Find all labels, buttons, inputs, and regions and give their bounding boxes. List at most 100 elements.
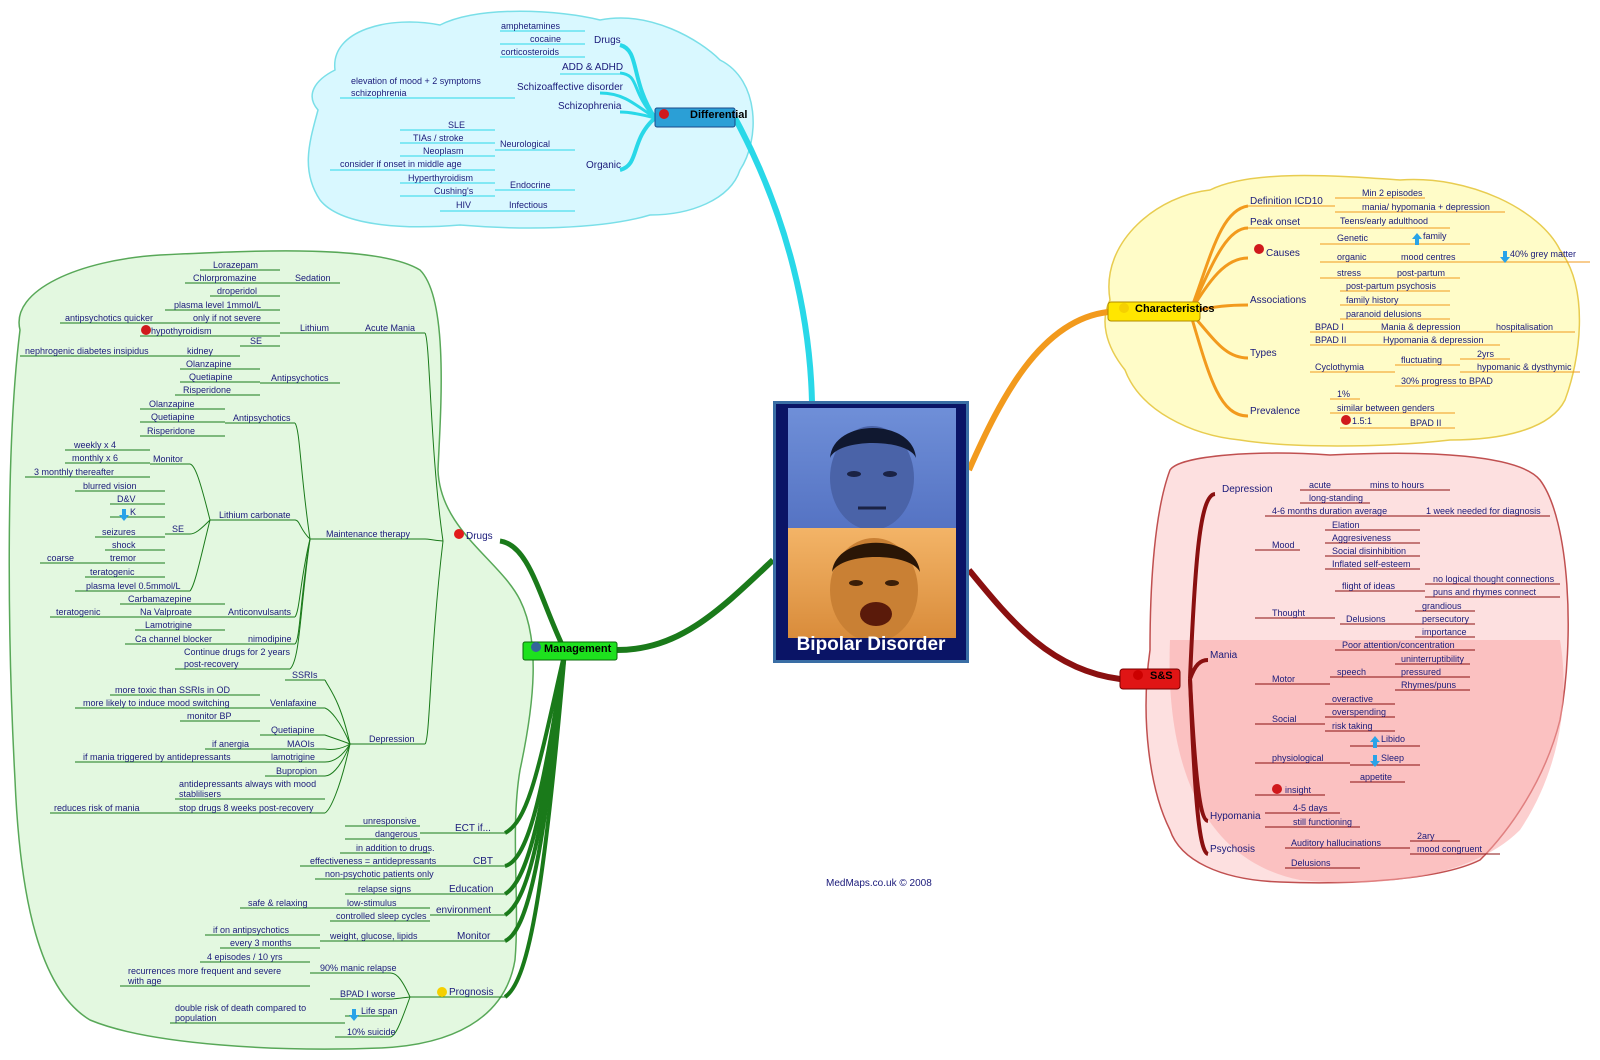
node-label[interactable]: 2yrs <box>1477 349 1495 359</box>
node-label[interactable]: Management <box>544 643 612 655</box>
node-label[interactable]: Schizophrenia <box>558 101 622 112</box>
node-label[interactable]: Poor attention/concentration <box>1342 640 1455 650</box>
node-label[interactable]: Endocrine <box>510 180 551 190</box>
node-label[interactable]: D&V <box>117 494 136 504</box>
node-label[interactable]: more toxic than SSRIs in OD <box>115 685 231 695</box>
node-label[interactable]: Quetiapine <box>189 372 233 382</box>
node-label[interactable]: BPAD II <box>1410 418 1441 428</box>
node-label[interactable]: nephrogenic diabetes insipidus <box>25 346 149 356</box>
node-label[interactable]: Lithium <box>300 323 329 333</box>
node-label[interactable]: Aggresiveness <box>1332 533 1392 543</box>
central-topic[interactable]: Bipolar Disorder <box>773 401 969 663</box>
node-label[interactable]: Psychosis <box>1210 844 1255 855</box>
node-label[interactable]: relapse signs <box>358 884 412 894</box>
node-label[interactable]: Delusions <box>1346 614 1386 624</box>
differential-node[interactable] <box>654 107 736 128</box>
node-label[interactable]: overspending <box>1332 707 1386 717</box>
node-label[interactable]: long-standing <box>1309 493 1363 503</box>
node-label[interactable]: mood congruent <box>1417 844 1483 854</box>
node-label[interactable]: SE <box>250 336 262 346</box>
node-label[interactable]: post-partum <box>1397 268 1445 278</box>
node-label[interactable]: Libido <box>1381 734 1405 744</box>
node-label[interactable]: still functioning <box>1293 817 1352 827</box>
node-label[interactable]: mania/ hypomania + depression <box>1362 202 1490 212</box>
node-label[interactable]: stress <box>1337 268 1362 278</box>
node-label[interactable]: MAOIs <box>287 739 315 749</box>
node-label[interactable]: Ca channel blocker <box>135 634 212 644</box>
node-label[interactable]: antidepressants always with mood <box>179 779 316 789</box>
node-label[interactable]: Education <box>449 884 493 895</box>
node-label[interactable]: population <box>175 1013 217 1023</box>
node-label[interactable]: Risperidone <box>147 426 195 436</box>
node-label[interactable]: Life span <box>361 1006 398 1016</box>
node-label[interactable]: only if not severe <box>193 313 261 323</box>
node-label[interactable]: Depression <box>369 734 415 744</box>
node-label[interactable]: Carbamazepine <box>128 594 192 604</box>
node-label[interactable]: grandious <box>1422 601 1462 611</box>
node-label[interactable]: Mania & depression <box>1381 322 1461 332</box>
node-label[interactable]: physiological <box>1272 753 1324 763</box>
node-label[interactable]: Delusions <box>1291 858 1331 868</box>
node-label[interactable]: post-partum psychosis <box>1346 281 1437 291</box>
node-label[interactable]: 4-5 days <box>1293 803 1328 813</box>
node-label[interactable]: paranoid delusions <box>1346 309 1422 319</box>
node-label[interactable]: overactive <box>1332 694 1373 704</box>
node-label[interactable]: 1% <box>1337 389 1350 399</box>
node-label[interactable]: HIV <box>456 200 471 210</box>
node-label[interactable]: Monitor <box>153 454 183 464</box>
node-label[interactable]: 40% grey matter <box>1510 249 1576 259</box>
node-label[interactable]: Neoplasm <box>423 146 464 156</box>
node-label[interactable]: Prevalence <box>1250 406 1300 417</box>
node-label[interactable]: Neurological <box>500 139 550 149</box>
node-label[interactable]: tremor <box>110 553 136 563</box>
node-label[interactable]: kidney <box>187 346 214 356</box>
node-label[interactable]: Social <box>1272 714 1297 724</box>
node-label[interactable]: teratogenic <box>56 607 101 617</box>
node-label[interactable]: post-recovery <box>184 659 239 669</box>
node-label[interactable]: SLE <box>448 120 465 130</box>
node-label[interactable]: monthly x 6 <box>72 453 118 463</box>
node-label[interactable]: Maintenance therapy <box>326 529 411 539</box>
node-label[interactable]: unresponsive <box>363 816 417 826</box>
node-label[interactable]: controlled sleep cycles <box>336 911 427 921</box>
node-label[interactable]: BPAD I <box>1315 322 1344 332</box>
node-label[interactable]: in addition to drugs. <box>356 843 435 853</box>
node-label[interactable]: Inflated self-esteem <box>1332 559 1411 569</box>
node-label[interactable]: with age <box>127 976 162 986</box>
node-label[interactable]: dangerous <box>375 829 418 839</box>
node-label[interactable]: safe & relaxing <box>248 898 308 908</box>
node-label[interactable]: Antipsychotics <box>271 373 329 383</box>
node-label[interactable]: Hyperthyroidism <box>408 173 473 183</box>
node-label[interactable]: stop drugs 8 weeks post-recovery <box>179 803 314 813</box>
node-label[interactable]: Depression <box>1222 484 1273 495</box>
node-label[interactable]: more likely to induce mood switching <box>83 698 230 708</box>
management-node[interactable] <box>522 641 618 661</box>
node-label[interactable]: Rhymes/puns <box>1401 680 1457 690</box>
node-label[interactable]: Genetic <box>1337 233 1369 243</box>
characteristics-node[interactable] <box>1107 301 1201 322</box>
node-label[interactable]: recurrences more frequent and severe <box>128 966 281 976</box>
node-label[interactable]: Olanzapine <box>149 399 195 409</box>
node-label[interactable]: double risk of death compared to <box>175 1003 306 1013</box>
node-label[interactable]: 30% progress to BPAD <box>1401 376 1493 386</box>
node-label[interactable]: 3 monthly thereafter <box>34 467 114 477</box>
node-label[interactable]: insight <box>1285 785 1312 795</box>
node-label[interactable]: risk taking <box>1332 721 1373 731</box>
node-label[interactable]: coarse <box>47 553 74 563</box>
node-label[interactable]: Olanzapine <box>186 359 232 369</box>
node-label[interactable]: Drugs <box>594 35 621 46</box>
node-label[interactable]: Types <box>1250 348 1277 359</box>
node-label[interactable]: Lamotrigine <box>145 620 192 630</box>
node-label[interactable]: Thought <box>1272 608 1306 618</box>
node-label[interactable]: hypothyroidism <box>151 326 212 336</box>
node-label[interactable]: hospitalisation <box>1496 322 1553 332</box>
node-label[interactable]: Lorazepam <box>213 260 258 270</box>
node-label[interactable]: speech <box>1337 667 1366 677</box>
node-label[interactable]: Antipsychotics <box>233 413 291 423</box>
node-label[interactable]: Bupropion <box>276 766 317 776</box>
node-label[interactable]: Associations <box>1250 295 1306 306</box>
node-label[interactable]: plasma level 0.5mmol/L <box>86 581 181 591</box>
node-label[interactable]: stablilisers <box>179 789 222 799</box>
node-label[interactable]: K <box>130 507 136 517</box>
node-label[interactable]: BPAD II <box>1315 335 1346 345</box>
